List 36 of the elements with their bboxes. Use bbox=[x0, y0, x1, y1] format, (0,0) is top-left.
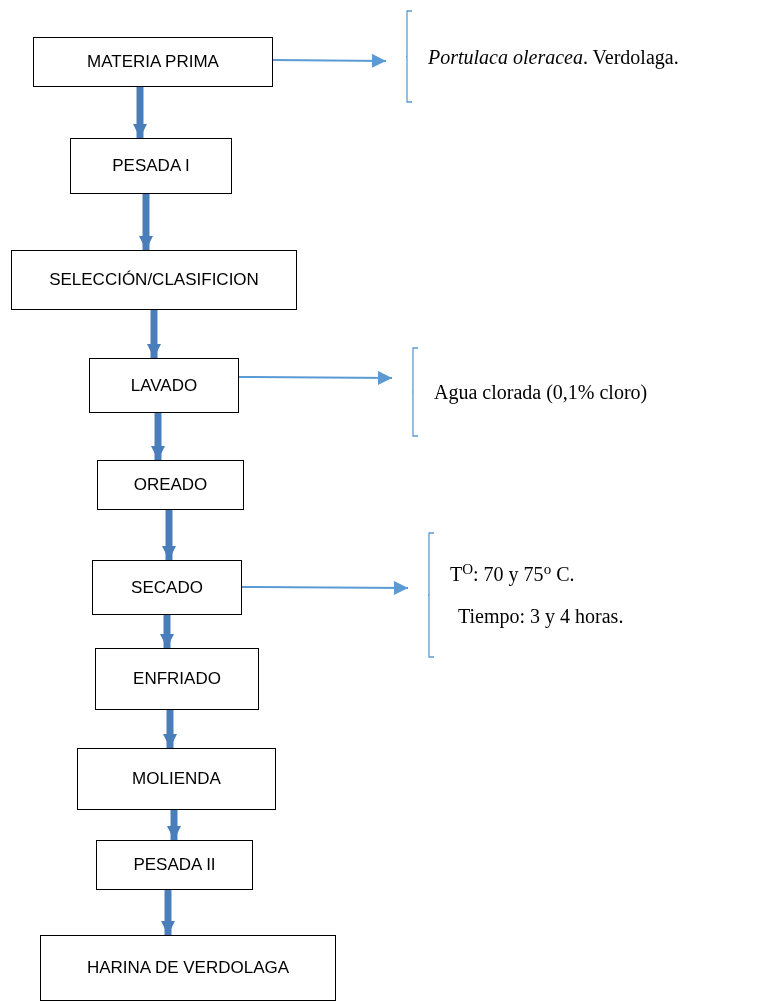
process-box bbox=[11, 250, 297, 310]
step-label: LAVADO bbox=[130, 374, 198, 397]
arrow bbox=[162, 510, 176, 560]
note-text: Tiempo: 3 y 4 horas. bbox=[457, 604, 624, 630]
process-box bbox=[89, 358, 239, 413]
process-box bbox=[96, 840, 253, 890]
process-box bbox=[97, 460, 244, 510]
step-label: SELECCIÓN/CLASIFICION bbox=[49, 269, 259, 292]
step-label: PESADA I bbox=[112, 155, 190, 178]
step-label: HARINA DE VERDOLAGA bbox=[86, 957, 290, 980]
process-box bbox=[70, 138, 232, 194]
step-label: ENFRIADO bbox=[133, 668, 221, 691]
step-label: MOLIENDA bbox=[132, 768, 221, 791]
arrow bbox=[167, 810, 181, 840]
process-box bbox=[40, 935, 336, 1001]
arrow bbox=[139, 194, 153, 250]
note-text: Portulaca oleracea. Verdolaga. bbox=[428, 44, 679, 71]
note-text: Agua clorada (0,1% cloro) bbox=[434, 380, 648, 406]
step-label: PESADA II bbox=[133, 854, 216, 877]
process-box bbox=[92, 560, 242, 615]
note-text: T$^{O}$: 70 y 75$^{o}$ C. bbox=[450, 559, 576, 588]
arrow bbox=[147, 310, 161, 358]
process-box bbox=[33, 37, 273, 87]
arrow bbox=[238, 370, 393, 385]
arrow bbox=[161, 890, 175, 935]
arrow bbox=[272, 53, 387, 68]
step-label: OREADO bbox=[133, 474, 208, 497]
process-box bbox=[95, 648, 259, 710]
step-label: SECADO bbox=[131, 576, 203, 599]
arrow bbox=[133, 87, 147, 138]
arrow bbox=[151, 413, 165, 460]
arrow bbox=[163, 710, 177, 748]
arrow bbox=[160, 615, 174, 648]
process-box bbox=[77, 748, 276, 810]
step-label: MATERIA PRIMA bbox=[87, 51, 219, 74]
arrow bbox=[241, 580, 409, 595]
